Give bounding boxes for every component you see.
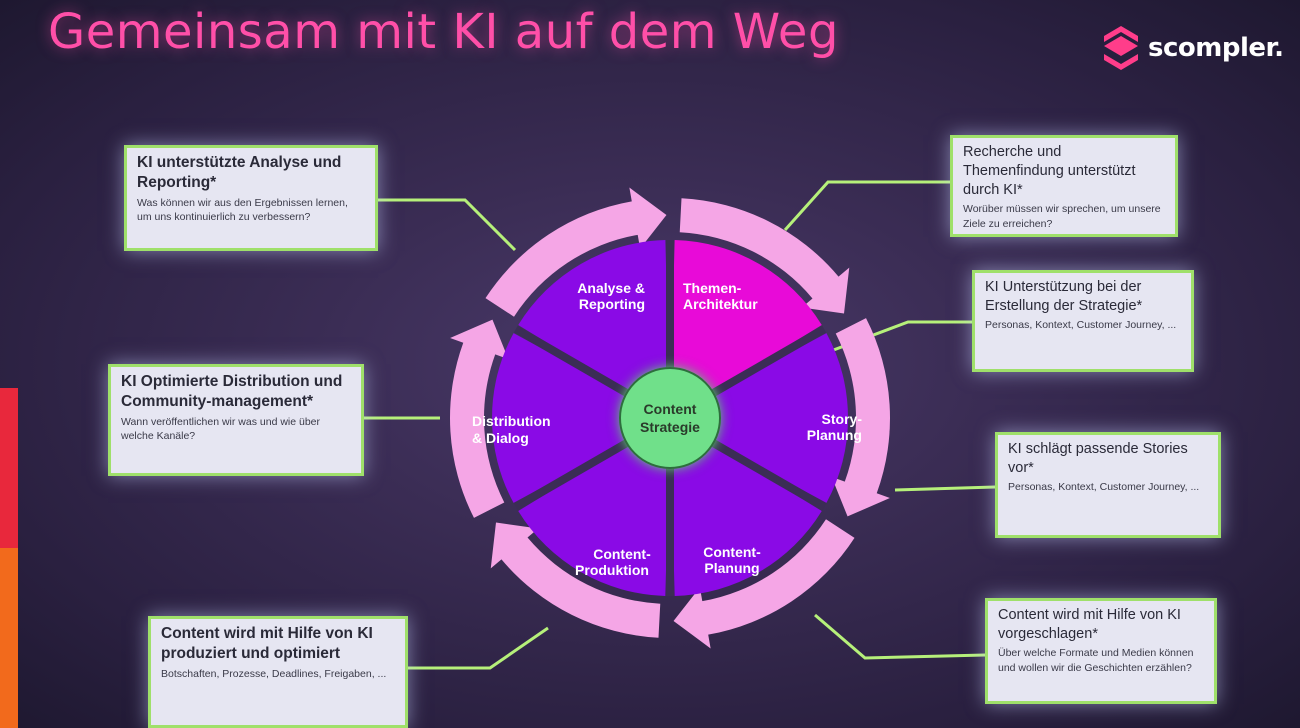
center-label-line1: Content bbox=[644, 401, 697, 417]
info-box-desc: Botschaften, Prozesse, Deadlines, Freiga… bbox=[161, 667, 387, 680]
segment-labels: Themen- Architektur Story- Planung Conte… bbox=[472, 280, 862, 578]
segment-label-themen-line1: Themen- bbox=[683, 280, 742, 296]
logo-wordmark: scompler. bbox=[1148, 33, 1284, 63]
segment-label-analyse-line2: Reporting bbox=[579, 296, 645, 312]
segment-label-story-line2: Planung bbox=[807, 427, 862, 443]
segment-label-distribution-line2: & Dialog bbox=[472, 430, 529, 446]
segment-analyse bbox=[518, 240, 669, 392]
segment-separator bbox=[711, 325, 827, 397]
segment-label-planung-line1: Content- bbox=[703, 544, 761, 560]
cycle-ring bbox=[450, 187, 890, 649]
segment-story bbox=[713, 333, 848, 503]
scompler-logo: scompler. bbox=[1100, 22, 1284, 74]
ring-arrow bbox=[831, 318, 890, 517]
ring-arrow bbox=[485, 187, 667, 317]
connector-analyse bbox=[378, 198, 517, 252]
segment-label-distribution-line1: Distribution bbox=[472, 413, 551, 429]
segment-label-themen-line2: Architektur bbox=[683, 296, 758, 312]
info-box-vorgeschlagen: Content wird mit Hilfe von KI vorgeschla… bbox=[985, 598, 1217, 704]
connector-lines bbox=[362, 180, 996, 670]
segment-themen bbox=[671, 240, 822, 392]
info-box-title: KI Unterstützung bei der Erstellung der … bbox=[985, 279, 1143, 315]
connector-produktion bbox=[408, 626, 549, 670]
side-accent-red bbox=[0, 388, 18, 548]
info-box-title: KI unterstützte Analyse und Reporting* bbox=[137, 154, 342, 192]
segment-label-planung-line2: Planung bbox=[704, 560, 759, 576]
info-box-title: KI schlägt passende Stories vor* bbox=[1008, 441, 1188, 477]
center-circle: Content Strategie bbox=[619, 367, 721, 469]
info-box-title: Recherche und Themenfindung unterstützt … bbox=[963, 144, 1136, 199]
cycle-segments bbox=[491, 240, 848, 596]
info-box-desc: Über welche Formate und Medien können un… bbox=[998, 647, 1194, 674]
segment-separator bbox=[711, 439, 827, 511]
segment-separator bbox=[513, 439, 629, 511]
info-box-desc: Personas, Kontext, Customer Journey, ... bbox=[1008, 481, 1200, 494]
ring-arrow bbox=[490, 522, 661, 638]
segment-label-produktion-line2: Produktion bbox=[575, 562, 649, 578]
segment-label-analyse-line1: Analyse & bbox=[577, 280, 645, 296]
segment-separator bbox=[513, 325, 629, 397]
connector-vorgeschlagen bbox=[814, 613, 986, 660]
segment-planung bbox=[671, 444, 822, 596]
info-box-desc: Was können wir aus den Ergebnissen lerne… bbox=[137, 196, 348, 224]
info-box-title: KI Optimierte Distribution und Community… bbox=[121, 373, 343, 411]
side-accent-orange bbox=[0, 548, 18, 728]
segment-label-produktion-line1: Content- bbox=[593, 546, 651, 562]
info-box-desc: Wann veröffentlichen wir was und wie übe… bbox=[121, 415, 321, 443]
center-label-line2: Strategie bbox=[640, 419, 700, 435]
ring-arrow bbox=[673, 519, 855, 649]
connector-stories bbox=[894, 485, 996, 492]
scompler-logo-icon bbox=[1104, 26, 1138, 70]
slide-title: Gemeinsam mit KI auf dem Weg bbox=[48, 4, 839, 60]
segment-distribution bbox=[491, 333, 627, 503]
ring-arrow bbox=[679, 198, 850, 314]
info-box-title: Content wird mit Hilfe von KI vorgeschla… bbox=[998, 607, 1181, 643]
connector-recherche bbox=[783, 180, 950, 232]
info-box-analyse-reporting: KI unterstützte Analyse und Reporting* W… bbox=[124, 145, 378, 251]
info-box-recherche: Recherche und Themenfindung unterstützt … bbox=[950, 135, 1178, 237]
info-box-desc: Personas, Kontext, Customer Journey, ... bbox=[985, 319, 1177, 332]
info-box-desc: Worüber müssen wir sprechen, um unsere Z… bbox=[963, 203, 1161, 230]
ring-arrow bbox=[450, 319, 509, 518]
segment-label-story-line1: Story- bbox=[822, 411, 863, 427]
info-box-produktion: Content wird mit Hilfe von KI produziert… bbox=[148, 616, 408, 728]
info-box-stories: KI schlägt passende Stories vor* Persona… bbox=[995, 432, 1221, 538]
info-box-title: Content wird mit Hilfe von KI produziert… bbox=[161, 625, 373, 663]
info-box-distribution: KI Optimierte Distribution und Community… bbox=[108, 364, 364, 476]
segment-produktion bbox=[518, 444, 669, 596]
info-box-strategie: KI Unterstützung bei der Erstellung der … bbox=[972, 270, 1194, 372]
